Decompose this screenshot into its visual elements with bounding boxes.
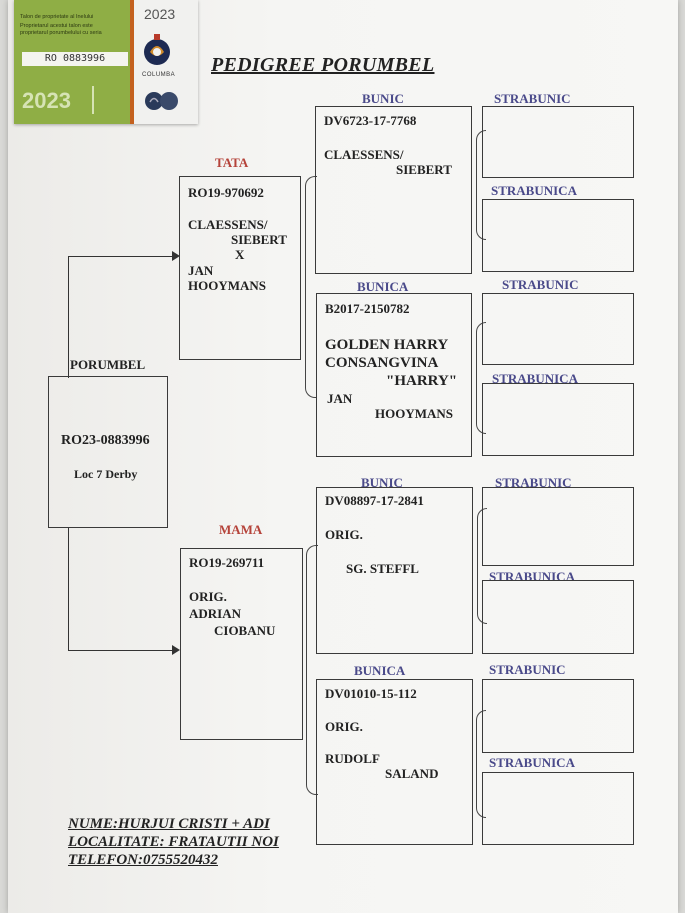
bunic2-id: DV08897-17-2841	[325, 493, 424, 508]
strabunica-box-2	[482, 383, 634, 456]
connector-mama-vertical	[68, 527, 69, 651]
bunic1-label: BUNIC	[362, 91, 404, 106]
porumbel-note: Loc 7 Derby	[74, 467, 138, 481]
mama-line-3: CIOBANU	[214, 623, 276, 638]
bunic2-line-2: SG. STEFFL	[346, 561, 419, 576]
bunica1-line-5: HOOYMANS	[375, 406, 453, 421]
strabunica-box-4	[482, 772, 634, 845]
bunica2-line-1: ORIG.	[325, 719, 363, 734]
bunic1-id: DV6723-17-7768	[324, 113, 417, 128]
porumbel-label: PORUMBEL	[70, 357, 146, 372]
tata-line-4: JAN	[188, 263, 214, 278]
tata-line-3: X	[235, 247, 245, 262]
bunica2-box	[316, 679, 473, 845]
connector-tata-horizontal	[68, 256, 178, 257]
bunic2-label: BUNIC	[361, 475, 403, 490]
mama-box	[180, 548, 303, 740]
bunic2-line-1: ORIG.	[325, 527, 363, 542]
strabunic-label-2: STRABUNIC	[502, 277, 579, 292]
sticker-ring-number: RO 0883996	[22, 52, 128, 66]
tata-line-2: SIEBERT	[231, 232, 287, 247]
sticker-year-big: 2023	[22, 88, 71, 113]
bunica1-box	[316, 293, 472, 457]
strabunica-label-2: STRABUNICA	[492, 371, 578, 386]
tata-label: TATA	[215, 155, 249, 170]
strabunic-box-1	[482, 106, 634, 178]
strabunic-box-3	[482, 487, 634, 566]
bunica2-line-2: RUDOLF	[325, 751, 380, 766]
footer-localitate: LOCALITATE: FRATAUTII NOI	[68, 834, 279, 850]
bunica1-line-4: JAN	[327, 391, 353, 406]
bunica1-line-2: CONSANGVINA	[325, 355, 439, 371]
mama-id: RO19-269711	[189, 555, 265, 570]
bunic2-box	[316, 487, 473, 654]
columba-logo-icon	[144, 34, 170, 65]
bunica1-id: B2017-2150782	[325, 301, 410, 316]
bunica2-line-3: SALAND	[385, 766, 439, 781]
sticker-year-small: 2023	[144, 6, 176, 22]
mama-line-2: ADRIAN	[189, 606, 241, 621]
mama-brace	[306, 545, 318, 795]
sticker-line-1: Talon de proprietate al Inelului	[20, 14, 94, 20]
footer-telefon: TELEFON:0755520432	[68, 852, 218, 868]
porumbel-box	[48, 376, 168, 528]
tata-line-1: CLAESSENS/	[188, 217, 268, 232]
bunica2-label: BUNICA	[354, 663, 406, 678]
sticker-green-panel: Talon de proprietate al Inelului Proprie…	[14, 0, 134, 124]
sticker-divider	[92, 86, 94, 114]
sticker-line-2: Proprietarul acestui talon este	[20, 23, 93, 29]
strabunica-label-1: STRABUNICA	[491, 183, 577, 198]
strabunic-box-4	[482, 679, 634, 753]
tata-box	[179, 176, 301, 360]
strabunic-label-1: STRABUNIC	[494, 91, 571, 106]
pigeon-emblem-icon	[145, 92, 178, 110]
connector-tata-vertical	[68, 256, 69, 378]
tata-brace	[305, 176, 317, 398]
arrow-right-icon	[172, 251, 180, 261]
strabunica-box-3	[482, 580, 634, 654]
bunic1-line-2: SIEBERT	[396, 162, 452, 177]
bunic1-line-1: CLAESSENS/	[324, 147, 404, 162]
mama-line-1: ORIG.	[189, 589, 227, 604]
strabunic-box-2	[482, 293, 634, 365]
footer-nume: NUME:HURJUI CRISTI + ADI	[68, 816, 270, 832]
strabunic-label-4: STRABUNIC	[489, 662, 566, 677]
mama-label: MAMA	[219, 522, 263, 537]
tata-line-5: HOOYMANS	[188, 278, 266, 293]
sticker-brand: COLUMBA	[142, 72, 176, 78]
bunica1-line-3: "HARRY"	[386, 373, 458, 389]
bunica1-line-1: GOLDEN HARRY	[325, 337, 449, 353]
strabunica-label-4: STRABUNICA	[489, 755, 575, 770]
bunic1-box	[315, 106, 472, 274]
bunica2-id: DV01010-15-112	[325, 686, 417, 701]
ownership-sticker: Talon de proprietate al Inelului Proprie…	[14, 0, 198, 124]
strabunica-box-1	[482, 199, 634, 272]
bunica1-label: BUNICA	[357, 279, 409, 294]
page-title: PEDIGREE PORUMBEL	[211, 54, 435, 76]
arrow-right-icon	[172, 645, 180, 655]
strabunic-label-3: STRABUNIC	[495, 475, 572, 490]
porumbel-id: RO23-0883996	[61, 433, 150, 448]
sticker-line-3: proprietarul porumbelului cu seria	[20, 30, 102, 36]
tata-id: RO19-970692	[188, 185, 264, 200]
connector-mama-horizontal	[68, 650, 178, 651]
